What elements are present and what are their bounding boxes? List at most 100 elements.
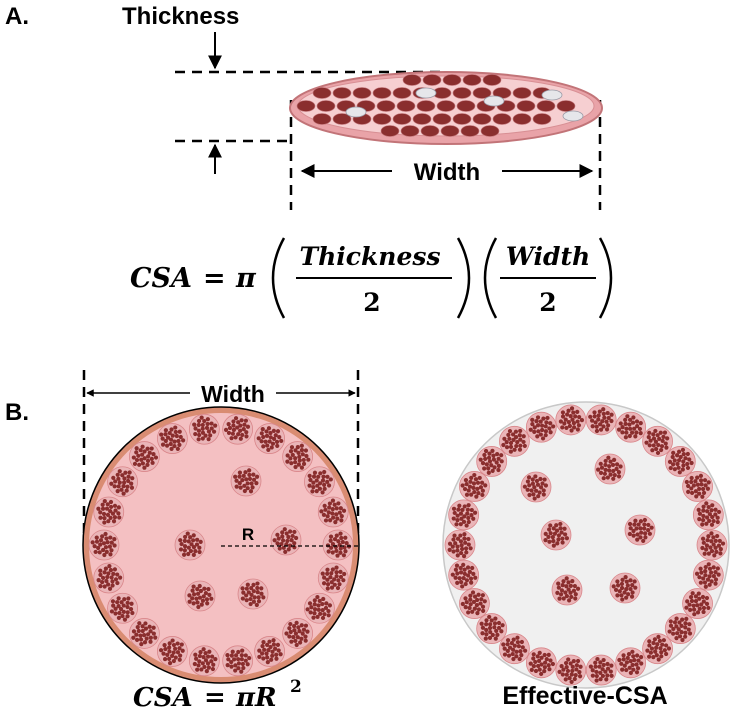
fiber: [296, 100, 316, 112]
fiber: [460, 125, 480, 137]
fascicle: [692, 499, 724, 531]
fascicle: [88, 529, 120, 561]
fiber: [456, 100, 476, 112]
fascicle: [270, 524, 302, 556]
paren-right-2: [598, 237, 613, 319]
formula-a-den1: 2: [363, 288, 380, 317]
fascicle: [476, 446, 508, 477]
formula-a-den2: 2: [539, 288, 556, 317]
fascicle: [609, 572, 641, 604]
fascicle: [551, 574, 583, 606]
fiber: [440, 125, 460, 137]
fiber: [312, 87, 332, 99]
fiber: [432, 113, 452, 125]
fascicle: [499, 425, 530, 457]
fascicle: [128, 618, 160, 649]
panel-a: A. Thickness Width CSA = π Thickness: [5, 3, 613, 319]
paren-right-1: [456, 237, 471, 319]
fascicle: [540, 519, 572, 551]
fiber: [536, 100, 556, 112]
effective-cross-section: [442, 401, 730, 689]
fascicle: [93, 496, 125, 528]
fiber: [422, 74, 442, 86]
fascicle: [282, 441, 314, 472]
fiber: [392, 113, 412, 125]
fascicle: [664, 446, 696, 477]
fascicle: [682, 471, 713, 502]
fascicle: [520, 471, 552, 503]
formula-a-pi: π: [235, 263, 257, 294]
muscle-cross-section: [82, 406, 360, 684]
fascicle: [585, 654, 617, 686]
fiber: [482, 74, 502, 86]
fascicle: [696, 529, 728, 561]
fascicle: [188, 645, 220, 677]
vessel: [562, 110, 584, 122]
formula-b-lhs: CSA: [133, 683, 193, 713]
vessel: [483, 95, 505, 107]
paren-left-2: [483, 237, 498, 319]
fiber: [480, 125, 500, 137]
fascicle: [459, 471, 490, 502]
fiber: [492, 113, 512, 125]
fiber: [352, 87, 372, 99]
formula-b-exponent: 2: [290, 677, 302, 697]
formula-a-equals: =: [203, 263, 226, 294]
fascicle: [642, 425, 673, 457]
fiber: [372, 87, 392, 99]
fascicle: [254, 423, 286, 454]
fascicle: [156, 423, 188, 454]
flattened-muscle-section: [289, 71, 603, 145]
fascicle: [282, 618, 314, 649]
thickness-label: Thickness: [122, 3, 239, 30]
fiber: [420, 125, 440, 137]
fiber: [312, 113, 332, 125]
fascicle: [107, 466, 138, 498]
fascicle: [499, 633, 530, 665]
fascicle: [615, 411, 647, 443]
vessel: [345, 106, 367, 118]
fascicle: [304, 592, 335, 624]
formula-b-equals: =: [204, 683, 226, 713]
fiber: [532, 113, 552, 125]
fiber: [376, 100, 396, 112]
fascicle: [525, 647, 557, 679]
fascicle: [230, 465, 262, 497]
fiber: [332, 87, 352, 99]
fascicle: [692, 559, 724, 591]
fiber: [416, 100, 436, 112]
fascicle: [93, 562, 125, 594]
fiber: [402, 74, 422, 86]
fiber: [452, 113, 472, 125]
fiber: [462, 74, 482, 86]
paren-left-1: [271, 237, 286, 319]
panel-a-label: A.: [5, 3, 29, 30]
fascicle: [322, 529, 354, 561]
fiber: [472, 113, 492, 125]
width-label-b: Width: [201, 381, 265, 407]
fiber: [380, 125, 400, 137]
vessel: [415, 87, 437, 99]
fiber: [412, 113, 432, 125]
fascicle: [624, 514, 656, 546]
formula-b-rhs: πR: [235, 683, 277, 713]
panel-b-label: B.: [5, 399, 29, 426]
fiber: [452, 87, 472, 99]
effective-csa-label: Effective-CSA: [502, 682, 667, 710]
fiber: [396, 100, 416, 112]
formula-a-num1: Thickness: [299, 242, 440, 271]
fascicle: [555, 404, 587, 436]
fascicle: [237, 578, 269, 610]
fascicle: [682, 588, 713, 619]
fiber: [316, 100, 336, 112]
fascicle: [459, 588, 490, 619]
fascicle: [222, 645, 254, 677]
panel-b: B. Width R CSA = πR 2 Effective-CSA: [5, 370, 730, 713]
fiber: [556, 100, 576, 112]
fascicle: [555, 654, 587, 686]
fascicle: [615, 647, 647, 679]
fiber: [516, 100, 536, 112]
fascicle: [444, 529, 476, 561]
fascicle: [174, 529, 206, 561]
fascicle: [317, 562, 349, 594]
